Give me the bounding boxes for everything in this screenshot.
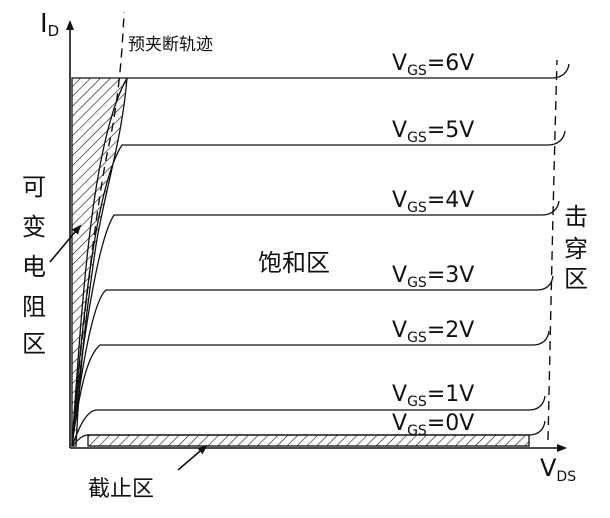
pinch-off-locus-line <box>71 11 125 445</box>
cutoff-pointer-arrow <box>177 444 208 471</box>
variable-resistance-pointer-arrow <box>49 224 82 263</box>
curve-vgs-6v <box>71 63 570 447</box>
vr-char-4: 阻 <box>22 293 46 321</box>
curve-vgs-5v <box>71 130 566 447</box>
vr-char-3: 电 <box>22 253 46 281</box>
curve-label-2v: VGS=2V <box>392 318 474 346</box>
vr-char-2: 变 <box>22 213 46 241</box>
bd-char-2: 穿 <box>564 235 588 263</box>
vr-char-5: 区 <box>22 330 46 358</box>
characteristic-curves <box>71 63 570 447</box>
cutoff-region-label: 截止区 <box>88 477 154 502</box>
breakdown-region-label: 击 穿 区 <box>564 203 588 293</box>
saturation-region-label: 饱和区 <box>258 249 330 277</box>
variable-resistance-region-label: 可 变 电 阻 区 <box>22 173 46 358</box>
pinch-off-locus-label: 预夹断轨迹 <box>128 35 213 55</box>
curve-label-5v: VGS=5V <box>392 118 474 146</box>
curve-labels: VGS=6V VGS=5V VGS=4V VGS=3V VGS=2V VGS=1… <box>392 51 474 439</box>
breakdown-boundary-line <box>547 59 558 441</box>
vr-char-1: 可 <box>22 173 46 201</box>
bd-char-3: 区 <box>564 265 588 293</box>
y-axis-label: ID <box>40 9 59 40</box>
curve-label-1v: VGS=1V <box>392 382 474 410</box>
curve-vgs-0v <box>71 420 546 447</box>
curve-vgs-4v <box>71 200 560 447</box>
curve-label-0v: VGS=0V <box>392 411 474 439</box>
curve-vgs-2v <box>71 330 550 447</box>
cutoff-region-hatch <box>87 434 530 447</box>
variable-resistance-region-hatch <box>71 77 128 447</box>
curve-label-6v: VGS=6V <box>392 51 474 79</box>
bd-char-1: 击 <box>564 203 588 231</box>
x-axis-label: VDS <box>540 454 576 485</box>
curve-label-4v: VGS=4V <box>392 188 474 216</box>
curve-label-3v: VGS=3V <box>392 263 474 291</box>
curve-vgs-1v <box>71 395 546 447</box>
curve-vgs-3v <box>71 275 554 447</box>
